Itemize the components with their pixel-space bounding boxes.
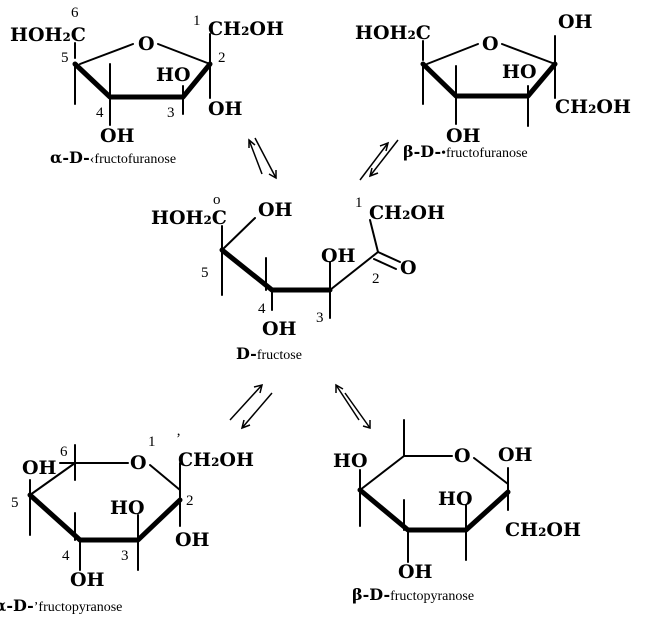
group-ho: HO	[110, 497, 145, 519]
carbon-number: 4	[62, 548, 70, 564]
ring-bond-bold	[72, 61, 213, 100]
structure-caption: D-fructose	[236, 344, 302, 363]
carbon-number: 6	[60, 444, 68, 460]
carbon-number: 5	[11, 495, 19, 511]
carbonyl-oxygen: O	[400, 257, 417, 279]
structure-caption: α-D-‹fructofuranose	[50, 148, 176, 167]
group-ch2oh: CH₂OH	[505, 519, 581, 541]
equilibrium-arrow-alpha-furanose	[248, 137, 277, 180]
ring-bond-bold	[357, 487, 511, 533]
group-oh: OH	[208, 98, 243, 120]
group-oh: OH	[321, 245, 356, 267]
alpha-fructopyranose-structure: OH O CH₂OH HO OH OH 6 1 ’ 5 2 4 3 α-D-’f…	[0, 431, 254, 615]
carbon-number: 1	[355, 195, 363, 211]
structure-caption: β-D-•fructofuranose	[403, 142, 528, 161]
reverse-arrow-line	[241, 392, 273, 429]
forward-arrow-line	[229, 384, 263, 421]
group-ch2oh: CH₂OH	[208, 18, 284, 40]
forward-arrowhead	[253, 383, 264, 394]
reverse-arrowhead	[240, 419, 251, 430]
bond	[373, 258, 397, 270]
bond	[501, 43, 556, 65]
structure-caption: α-D-’fructopyranose	[0, 596, 122, 615]
group-ch2oh: CH₂OH	[555, 96, 631, 118]
forward-arrow-line	[359, 142, 389, 181]
forward-arrow-line	[344, 392, 371, 429]
beta-fructofuranose-structure: HOH₂C O OH HO CH₂OH OH β-D-•fructofurano…	[355, 11, 631, 161]
bond	[369, 219, 379, 253]
equilibrium-arrow-beta-pyranose	[335, 383, 371, 429]
group-oh: OH	[498, 444, 533, 466]
group-hoh2c: HOH₂C	[355, 22, 431, 44]
carbon-number: 3	[167, 105, 175, 121]
carbon-number: 2	[372, 271, 380, 287]
reverse-arrow-line	[369, 139, 399, 177]
group-oh: OH	[398, 561, 433, 583]
carbon-number: 1	[193, 13, 201, 29]
group-oh: OH	[262, 318, 297, 340]
apostrophe-mark: ’	[176, 431, 181, 447]
carbon-number: 4	[258, 301, 266, 317]
forward-arrowhead	[268, 170, 277, 180]
carbon-number: 2	[186, 493, 194, 509]
carbon-number: 5	[201, 265, 209, 281]
carbon-number: 5	[61, 50, 69, 66]
carbon-number: 1	[148, 434, 156, 450]
forward-arrowhead	[379, 141, 390, 152]
bond	[426, 43, 479, 65]
group-oh: OH	[258, 199, 293, 221]
ring-bond-bold	[27, 492, 183, 543]
forward-arrow-line	[254, 137, 277, 179]
ring-oxygen: O	[454, 445, 471, 467]
alpha-fructofuranose-structure: HOH₂C O CH₂OH HO OH OH 6 5 1 2 4 3 α-D-‹…	[10, 5, 284, 167]
group-oh: OH	[100, 125, 135, 147]
group-ho: HO	[502, 61, 537, 83]
carbon-number: 3	[316, 310, 324, 326]
carbon-number: 6	[71, 5, 79, 21]
structure-caption: β-D-fructopyranose	[352, 585, 474, 604]
reverse-arrowhead	[335, 383, 344, 393]
bond	[29, 462, 76, 496]
carbon-number: 2	[218, 50, 226, 66]
reverse-arrow-line	[335, 384, 360, 421]
bond	[79, 43, 134, 65]
chain-bond-bold	[219, 247, 333, 293]
reverse-arrowhead	[248, 138, 256, 148]
group-oh: OH	[70, 569, 105, 591]
d-fructose-open-chain-structure: HOH₂C OH CH₂OH OH O OH o 1 5 2 4 3 D-fru…	[151, 192, 445, 363]
group-ho: HO	[156, 64, 191, 86]
carbon-number: o	[213, 192, 221, 208]
ring-oxygen: O	[482, 33, 499, 55]
ring-oxygen: O	[138, 33, 155, 55]
reverse-arrow-line	[248, 139, 263, 175]
ring-bond-bold	[420, 61, 558, 99]
bond	[221, 217, 256, 251]
group-oh: OH	[22, 457, 57, 479]
carbon-number: 3	[121, 548, 129, 564]
forward-arrowhead	[362, 420, 371, 429]
group-oh: OH	[446, 125, 481, 147]
group-ch2oh: CH₂OH	[369, 202, 445, 224]
equilibrium-arrow-beta-furanose	[359, 139, 399, 181]
beta-fructopyranose-structure: HO O OH HO CH₂OH OH β-D-fructopyranose	[333, 419, 581, 604]
equilibrium-arrow-alpha-pyranose	[229, 383, 273, 430]
bond	[473, 457, 509, 485]
bond	[377, 251, 401, 263]
bond	[359, 455, 405, 491]
ring-oxygen: O	[130, 452, 147, 474]
group-ho: HO	[438, 488, 473, 510]
group-ch2oh: CH₂OH	[178, 449, 254, 471]
group-hoh2c: HOH₂C	[10, 24, 86, 46]
group-ho: HO	[333, 450, 368, 472]
reverse-arrowhead	[368, 167, 379, 178]
group-oh: OH	[558, 11, 593, 33]
group-hoh2c: HOH₂C	[151, 207, 227, 229]
bond	[329, 251, 379, 291]
bond	[157, 43, 211, 65]
carbon-number: 4	[96, 105, 104, 121]
group-oh: OH	[175, 529, 210, 551]
bond	[149, 464, 181, 491]
